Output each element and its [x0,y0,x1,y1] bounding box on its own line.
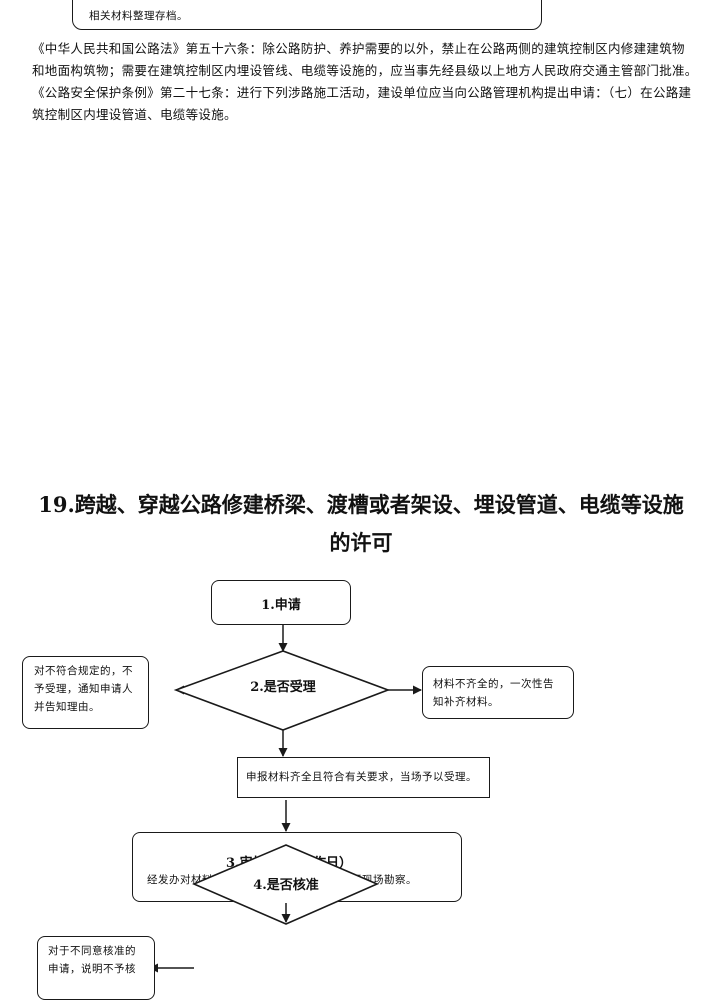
section-title: 19.跨越、穿越公路修建桥梁、渡槽或者架设、埋设管道、电缆等设施 的许可 [0,486,722,562]
section-title-line-2: 的许可 [329,530,393,555]
safety-regulation-line-2: 筑控制区内埋设管道、电缆等设施。 [32,107,237,122]
supplement-line-1: 材料不齐全的，一次性告 [433,678,554,690]
supplement-note-box: 材料不齐全的，一次性告 知补齐材料。 [422,666,574,719]
reject-line-1: 对不符合规定的，不 [34,665,133,677]
reject-line-3: 并告知理由。 [34,701,100,713]
decision-accept-diamond [173,650,391,731]
safety-regulation-line-1: 《公路安全保护条例》第二十七条：进行下列涉路施工活动，建设单位应当向公路管理机构… [32,85,692,100]
deny-line-1: 对于不同意核准的 [48,945,136,957]
section-title-line-1: 19.跨越、穿越公路修建桥梁、渡槽或者架设、埋设管道、电缆等设施 [38,492,684,517]
supplement-line-2: 知补齐材料。 [433,696,499,708]
step-apply-box: 1.申请 [211,580,351,625]
decision-approve-diamond [191,844,380,925]
decision-accept-label: 2.是否受理 [250,680,316,695]
decision-approve-label: 4.是否核准 [253,878,319,893]
deny-line-2: 申请，说明不予核 [48,963,136,975]
law-text-block: 《中华人民共和国公路法》第五十六条：除公路防护、养护需要的以外，禁止在公路两侧的… [32,38,702,126]
step-apply-label: 1.申请 [261,598,301,613]
accepted-text: 申报材料齐全且符合有关要求，当场予以受理。 [246,771,477,783]
deny-note-box: 对于不同意核准的 申请，说明不予核 [37,936,155,1000]
archive-note-text: 相关材料整理存档。 [89,10,188,22]
archive-note-box: 相关材料整理存档。 [72,0,542,30]
reject-line-2: 予受理，通知申请人 [34,683,133,695]
highway-law-line-1: 《中华人民共和国公路法》第五十六条：除公路防护、养护需要的以外，禁止在公路两侧的… [32,41,685,56]
reject-note-box: 对不符合规定的，不 予受理，通知申请人 并告知理由。 [22,656,149,729]
highway-law-line-2: 和地面构筑物；需要在建筑控制区内埋设管线、电缆等设施的，应当事先经县级以上地方人… [32,63,698,78]
accepted-box: 申报材料齐全且符合有关要求，当场予以受理。 [237,757,490,798]
